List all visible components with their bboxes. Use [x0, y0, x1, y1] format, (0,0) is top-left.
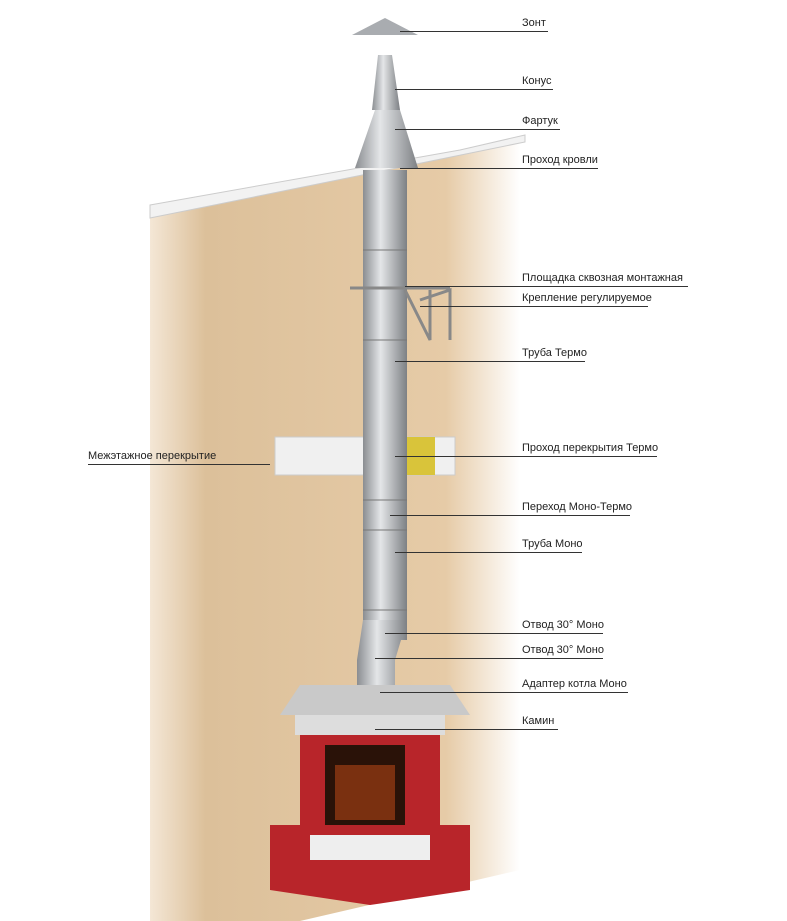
label-bend-2: Отвод 30° Моно: [522, 644, 604, 656]
bend-pipe: [357, 620, 407, 700]
label-apron: Фартук: [522, 115, 558, 127]
fireplace: [270, 685, 470, 905]
label-floor-slab: Межэтажное перекрытие: [88, 450, 217, 462]
label-umbrella: Зонт: [522, 17, 546, 29]
label-platform: Площадка сквозная монтажная: [522, 272, 683, 284]
label-roof-pass: Проход кровли: [522, 154, 598, 166]
label-adapter: Адаптер котла Моно: [522, 678, 627, 690]
thermo-pipe: [363, 170, 407, 640]
label-mono-pipe: Труба Моно: [522, 538, 583, 550]
label-bend-1: Отвод 30° Моно: [522, 619, 604, 631]
label-thermo-pipe: Труба Термо: [522, 347, 587, 359]
label-cone: Конус: [522, 75, 552, 87]
label-ceiling-pass: Проход перекрытия Термо: [522, 442, 659, 454]
label-bracket: Крепление регулируемое: [522, 292, 652, 304]
apron: [355, 110, 418, 168]
umbrella: [352, 18, 418, 35]
label-mono-thermo: Переход Моно-Термо: [522, 501, 633, 513]
cone: [372, 55, 400, 110]
label-fireplace: Камин: [522, 715, 555, 727]
